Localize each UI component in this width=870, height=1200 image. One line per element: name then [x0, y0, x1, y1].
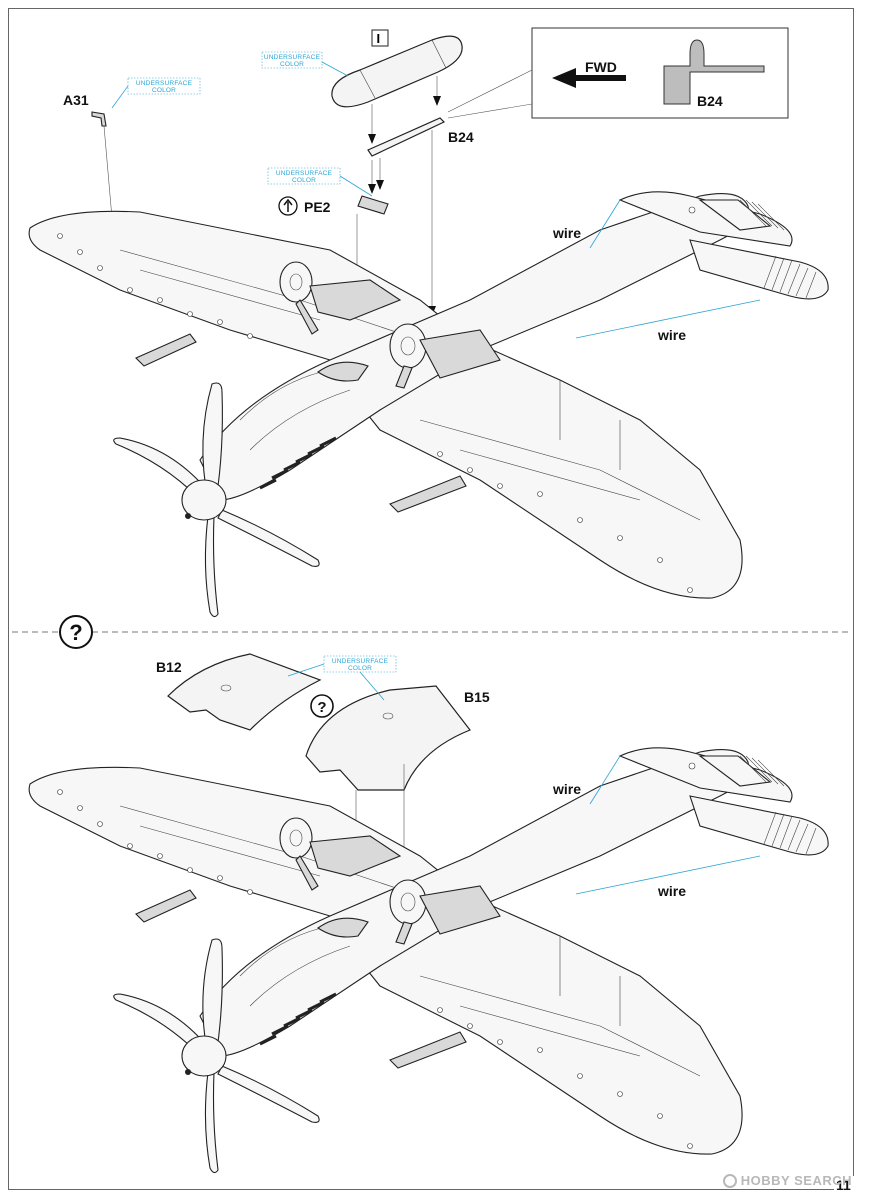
question-circle-icon: ? — [310, 694, 334, 718]
radiators-bottom — [309, 835, 501, 938]
page-border — [8, 8, 854, 1190]
wire-label-top-1: wire — [552, 225, 581, 241]
radiators-top — [309, 279, 501, 382]
drop-tank — [331, 35, 463, 108]
elevator-hatching-top — [739, 199, 817, 299]
b12-label: B12 — [156, 659, 182, 675]
color-note-a31: UNDERSURFACE COLOR — [111, 77, 201, 109]
option-mark: I — [371, 29, 389, 47]
cannons-top — [135, 333, 467, 513]
b24-inset-label: B24 — [697, 93, 723, 109]
elevator-hatching-bottom — [739, 755, 817, 855]
fwd-label: FWD — [585, 59, 617, 75]
wire-label-bottom-1: wire — [552, 781, 581, 797]
rivets-top — [57, 206, 696, 593]
wires-top: wire wire — [552, 199, 761, 343]
part-pe2: PE2 — [278, 195, 389, 216]
svg-text:UNDERSURFACE: UNDERSURFACE — [276, 170, 333, 177]
a31-label: A31 — [63, 92, 89, 108]
watermark-text: HOBBY SEARCH — [740, 1173, 852, 1188]
exhausts-top — [259, 436, 337, 490]
svg-text:COLOR: COLOR — [292, 177, 316, 184]
color-note-tank: UNDERSURFACE COLOR — [261, 51, 349, 77]
step-number-label: 11 — [836, 1177, 851, 1193]
b24-detail-inset: FWD B24 — [447, 27, 789, 119]
cannons-bottom — [135, 889, 467, 1069]
landing-gear-top — [279, 261, 427, 389]
svg-text:UNDERSURFACE: UNDERSURFACE — [264, 54, 321, 61]
wires-bottom: wire wire — [552, 755, 761, 899]
b24-label: B24 — [448, 129, 474, 145]
b15-label: B15 — [464, 689, 490, 705]
part-b24: B24 — [367, 117, 474, 157]
aircraft-top: wire wire — [28, 191, 829, 618]
option-mark-label: I — [377, 31, 381, 46]
part-b15: B15 — [305, 685, 490, 791]
part-b12: B12 — [156, 653, 322, 731]
pe2-label: PE2 — [304, 199, 331, 215]
color-note-pe2: UNDERSURFACE COLOR — [267, 167, 373, 197]
question-circle-icon: ? — [59, 615, 93, 649]
aircraft-bottom: wire wire — [28, 747, 829, 1174]
watermark: HOBBY SEARCH — [722, 1173, 852, 1188]
exhausts-bottom — [259, 992, 337, 1046]
wire-label-bottom-2: wire — [657, 883, 686, 899]
bottom-diagram: ? B12 B15 ? UNDERSURFACE COLOR — [28, 615, 829, 1174]
part-a31: A31 — [63, 92, 116, 224]
watermark-logo-icon — [722, 1174, 737, 1188]
svg-text:COLOR: COLOR — [348, 665, 372, 672]
landing-gear-bottom — [279, 817, 427, 945]
top-diagram: FWD B24 I UNDERSURFACE COLOR — [28, 27, 829, 618]
svg-text:UNDERSURFACE: UNDERSURFACE — [136, 80, 193, 87]
question-mark-big: ? — [69, 620, 82, 645]
step-number: 11 — [834, 1176, 854, 1193]
rivets-bottom — [57, 762, 696, 1149]
question-mark-small: ? — [317, 699, 326, 716]
color-note-b15: UNDERSURFACE COLOR — [287, 655, 397, 701]
wire-label-top-2: wire — [657, 327, 686, 343]
propeller-bottom — [113, 938, 320, 1174]
svg-text:UNDERSURFACE: UNDERSURFACE — [332, 658, 389, 665]
svg-text:COLOR: COLOR — [280, 61, 304, 68]
svg-text:COLOR: COLOR — [152, 87, 176, 94]
propeller-top — [113, 382, 320, 618]
